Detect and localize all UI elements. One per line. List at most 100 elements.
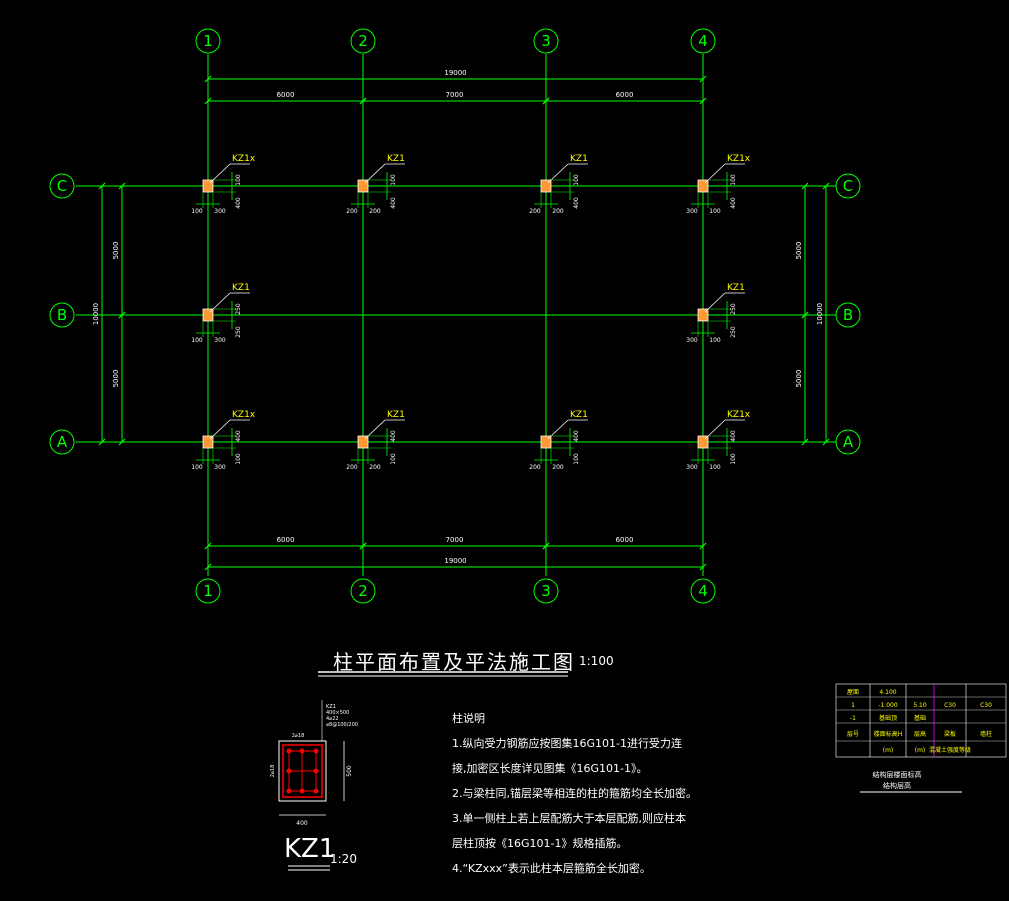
axis-label-1: 1 [203,32,213,50]
column-rect [697,179,709,193]
table-cell: 基础顶 [879,714,897,722]
column-dim-text: 100 [730,174,737,186]
table-cell: 1 [851,702,855,709]
column-dim-text: 100 [191,337,203,344]
detail-side-dim: 2⌀18 [270,765,276,778]
axis-label-4: 4 [698,32,708,50]
column-dim-text: 200 [369,208,381,215]
dim-bay-left-text: 5000 [112,370,120,388]
axis-bubble-A [49,429,75,455]
column-label: KZ1x [727,410,751,420]
dim-bay-bottom-tick [204,542,212,550]
column-dim-text: 100 [709,208,721,215]
detail-scale: 1:20 [330,852,357,866]
column-rect [202,179,214,193]
section-stirrup [282,744,323,798]
axis-label-3: 3 [541,32,551,50]
axis-label-C: C [843,177,853,195]
column-label: KZ1x [727,154,751,164]
note-line: 4.“KZxxx”表示此柱本层箍筋全长加密。 [452,862,651,875]
table-cell: 墙柱 [980,730,992,738]
dim-bay-top-text: 7000 [446,91,464,99]
table-cell: 混凝土强度等级 [929,746,971,754]
dim-bay-bottom-tick [542,542,550,550]
column-dim-text: 200 [346,208,358,215]
axis-bubble-C [835,173,861,199]
axis-label-B: B [843,306,853,324]
axis-label-A: A [57,433,68,451]
axis-bubble-C [49,173,75,199]
column-dim-text: 100 [390,174,397,186]
axis-label-B: B [57,306,67,324]
column-dim-text: 400 [573,430,580,442]
column-leader [547,419,569,440]
column-dim-text: 200 [369,464,381,471]
axis-label-3: 3 [541,582,551,600]
axis-label-1: 1 [203,582,213,600]
axis-bubble-1 [195,28,221,54]
table-cell: (m) [915,747,926,754]
column-rect [202,308,214,322]
column-rect [540,179,552,193]
column-dim-text: 400 [390,197,397,209]
column-leader [209,419,231,440]
dim-bay-top-text: 6000 [277,91,295,99]
column-dim-text: 100 [709,464,721,471]
axis-label-2: 2 [358,32,368,50]
column-notes: 柱说明 1.纵向受力钢筋应按图集16G101-1进行受力连 接,加密区长度详见图… [452,706,697,881]
table-cell: 4.100 [879,689,896,696]
dim-bay-top-tick [359,97,367,105]
detail-callout-text: 400×500 [326,710,349,716]
dim-bay-top-tick [699,97,707,105]
column-dim-text: 100 [235,453,242,465]
column-rect [357,179,369,193]
dim-total-top-tick [699,75,707,83]
drawing-title: 柱平面布置及平法施工图 [333,650,575,674]
note-line: 接,加密区长度详见图集《16G101-1》。 [452,762,648,775]
column-dim-text: 250 [235,303,242,315]
detail-top-dim: 2⌀18 [292,733,305,739]
column-label: KZ1x [232,154,256,164]
column-dim-text: 400 [730,430,737,442]
detail-callout-text: 4⌀22 [326,716,339,722]
axis-bubble-A [835,429,861,455]
dim-total-left-tick [98,182,106,190]
dim-bay-bottom-text: 6000 [277,536,295,544]
beam-lines [207,185,704,443]
column-dim-text: 300 [214,208,226,215]
column-rect [697,308,709,322]
table-cell: 楼面标高H [874,730,903,738]
dim-bay-right-text: 5000 [795,242,803,260]
dim-bay-right-text: 5000 [795,370,803,388]
table-cell: 层高 [914,730,926,738]
column-dim-text: 400 [235,430,242,442]
detail-callout-text: KZ1 [326,704,336,710]
column-dim-text: 400 [730,197,737,209]
dim-bay-right-tick [801,438,809,446]
axis-label-C: C [57,177,67,195]
axis-bubble-3 [533,28,559,54]
column-dim-text: 100 [191,464,203,471]
note-line: 2.与梁柱同,锚层梁等相连的柱的箍筋均全长加密。 [452,787,697,800]
detail-width-dim: 400 [296,820,308,827]
column-dim-text: 250 [235,326,242,338]
axis-bubble-B [49,302,75,328]
dim-bay-left-text: 5000 [112,242,120,260]
column-rect [202,435,214,449]
table-cell: 梁板 [944,730,956,738]
column-dim-text: 200 [552,464,564,471]
table-cell: C30 [980,702,992,709]
column-leader [209,292,231,313]
table-cell: (m) [883,747,894,754]
drawing-scale: 1:100 [579,654,614,668]
dim-bay-right-tick [801,182,809,190]
column-dim-text: 100 [390,453,397,465]
